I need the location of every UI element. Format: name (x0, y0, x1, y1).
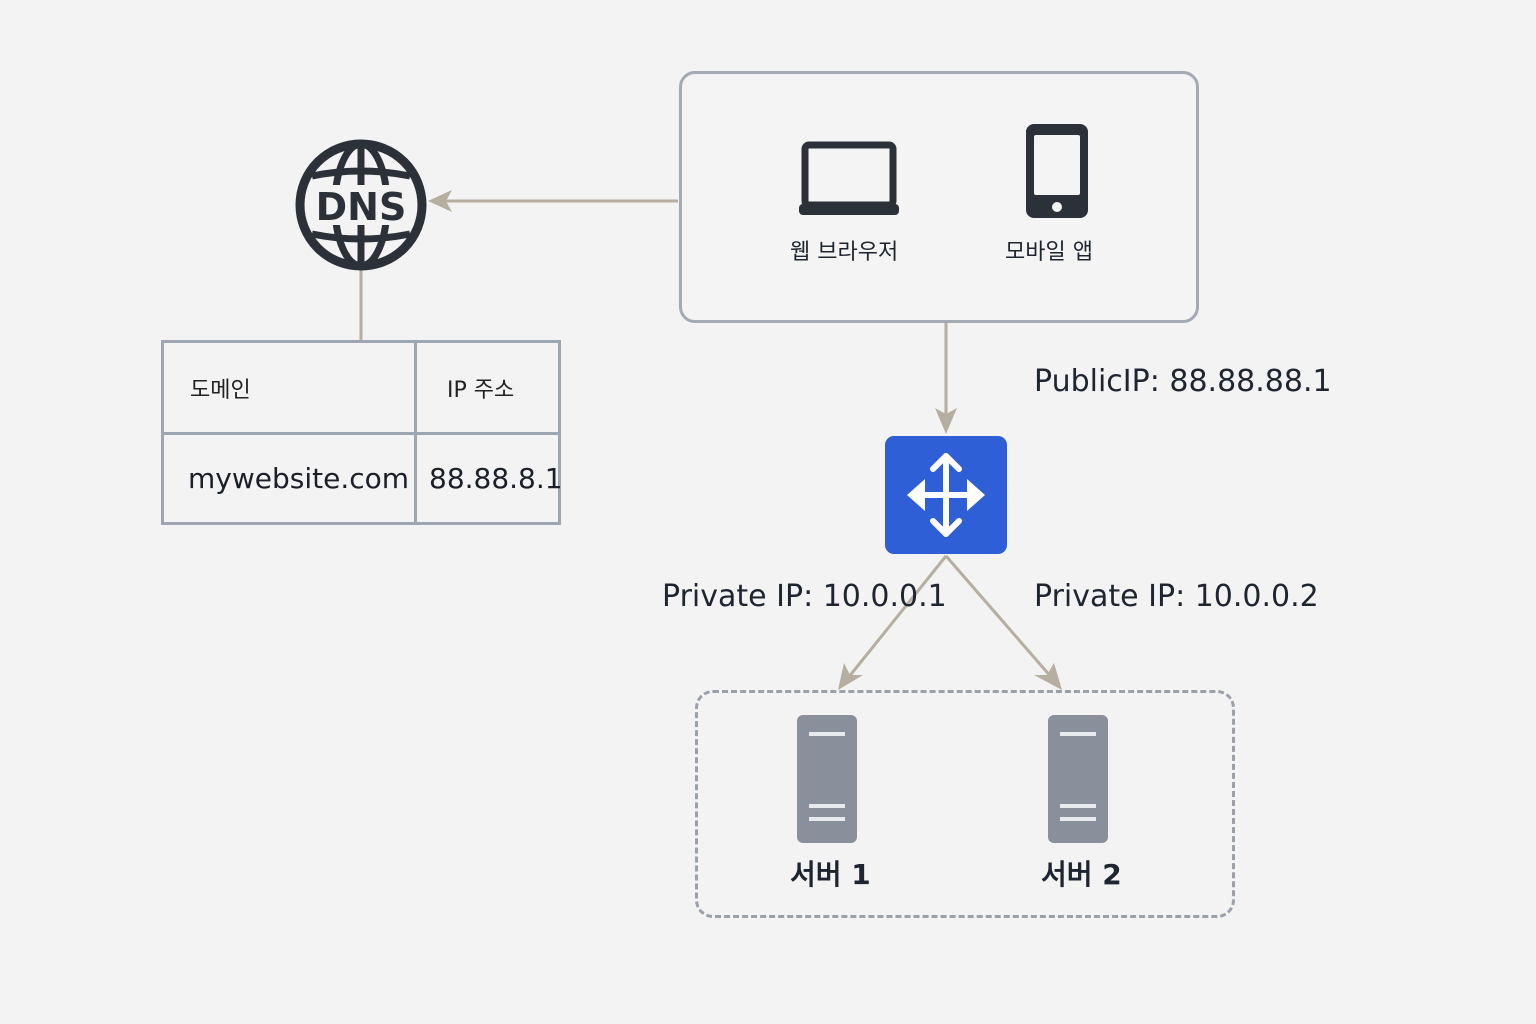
server-1-label: 서버 1 (790, 858, 871, 891)
mobile-app-label: 모바일 앱 (1005, 240, 1093, 265)
table-cell-domain: mywebsite.com (161, 432, 417, 525)
dns-icon-label: DNS (316, 185, 407, 229)
router-to-server2-line (944, 555, 1054, 679)
table-header-row: 도메인 IP 주소 (161, 340, 561, 435)
server-group: 서버 1 서버 2 (695, 690, 1235, 918)
table-header-ip: IP 주소 (414, 340, 561, 435)
private-ip-label-1: Private IP: 10.0.0.1 (662, 579, 947, 614)
table-row: mywebsite.com 88.88.8.1 (161, 432, 563, 525)
router-to-server1-line (846, 555, 948, 679)
move-arrows-icon (907, 453, 985, 537)
dns-arrowhead (428, 190, 452, 212)
server1-arrowhead (838, 663, 863, 690)
dns-globe-icon: DNS (295, 139, 427, 271)
web-browser-label: 웹 브라우저 (790, 240, 899, 265)
server2-arrowhead (1034, 663, 1062, 690)
laptop-icon (799, 141, 899, 215)
server-2-icon (1048, 715, 1108, 843)
dns-record-table: 도메인 IP 주소 mywebsite.com 88.88.8.1 (161, 340, 563, 525)
smartphone-icon (1026, 124, 1088, 218)
server-2-label: 서버 2 (1041, 858, 1122, 891)
table-header-domain: 도메인 (161, 340, 417, 435)
public-ip-label: PublicIP: 88.88.88.1 (1034, 364, 1332, 399)
server-1-icon (797, 715, 857, 843)
clients-box: 웹 브라우저 모바일 앱 (679, 71, 1199, 323)
private-ip-label-2: Private IP: 10.0.0.2 (1034, 579, 1319, 614)
table-cell-ip: 88.88.8.1 (414, 432, 563, 525)
router-arrowhead (935, 408, 957, 434)
load-balancer-node (885, 436, 1007, 554)
